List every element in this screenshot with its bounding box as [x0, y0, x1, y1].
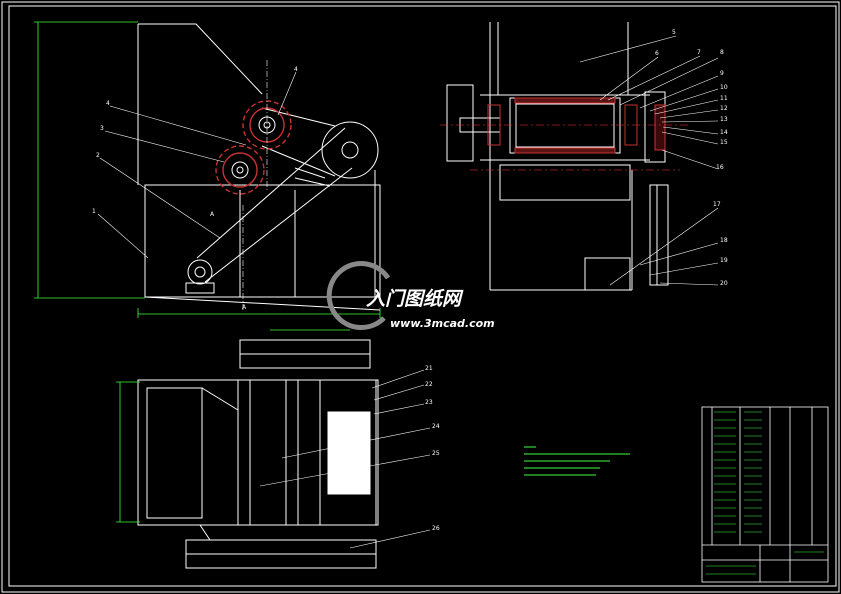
top-view	[137, 339, 379, 569]
side-view	[446, 22, 669, 291]
part-19-label: 19	[720, 257, 728, 264]
part-6-label: 6	[655, 50, 659, 57]
drawing-inner-border	[8, 5, 837, 587]
technical-notes	[524, 446, 630, 476]
part-14-label: 14	[720, 129, 728, 136]
part-1-label: 1	[92, 208, 96, 215]
front-dimensions	[34, 21, 381, 318]
part-4-label: 4	[106, 100, 110, 107]
watermark-logo: 入门图纸网 www.3mcad.com	[326, 261, 495, 330]
part-4b-label: 4	[294, 66, 298, 73]
sprocket-hubs	[231, 116, 276, 179]
section-mark-bottom: A	[242, 304, 247, 311]
part-8-label: 8	[720, 49, 724, 56]
part-12-label: 12	[720, 105, 728, 112]
part-9-label: 9	[720, 70, 724, 77]
part-21-label: 21	[425, 365, 433, 372]
watermark-brand: 入门图纸网	[366, 288, 464, 310]
top-view-leaders	[259, 369, 431, 549]
part-11-label: 11	[720, 95, 728, 102]
part-18-label: 18	[720, 237, 728, 244]
part-10-label: 10	[720, 84, 728, 91]
section-mark-top: A	[210, 211, 215, 218]
front-center-lines	[242, 60, 268, 310]
part-15-label: 15	[720, 139, 728, 146]
part-20-label: 20	[720, 280, 728, 287]
sprocket-lower	[215, 145, 265, 195]
gear-icon	[326, 261, 391, 330]
part-16-label: 16	[716, 164, 724, 171]
front-leaders	[97, 71, 297, 259]
part-2-label: 2	[96, 152, 100, 159]
title-block-rows	[706, 411, 824, 575]
watermark-url: www.3mcad.com	[390, 317, 495, 330]
part-22-label: 22	[425, 381, 433, 388]
part-24-label: 24	[432, 423, 440, 430]
side-axis-line	[440, 124, 690, 171]
top-view-dimensions	[116, 329, 350, 523]
part-13-label: 13	[720, 116, 728, 123]
part-7-label: 7	[697, 49, 701, 56]
title-block	[701, 406, 829, 583]
part-23-label: 23	[425, 399, 433, 406]
part-3-label: 3	[100, 125, 104, 132]
part-25-label: 25	[432, 450, 440, 457]
side-hatch	[487, 97, 666, 154]
side-leaders	[579, 35, 719, 286]
front-view	[137, 23, 381, 311]
part-5-label: 5	[672, 29, 676, 36]
part-26-label: 26	[432, 525, 440, 532]
part-17-label: 17	[713, 201, 721, 208]
